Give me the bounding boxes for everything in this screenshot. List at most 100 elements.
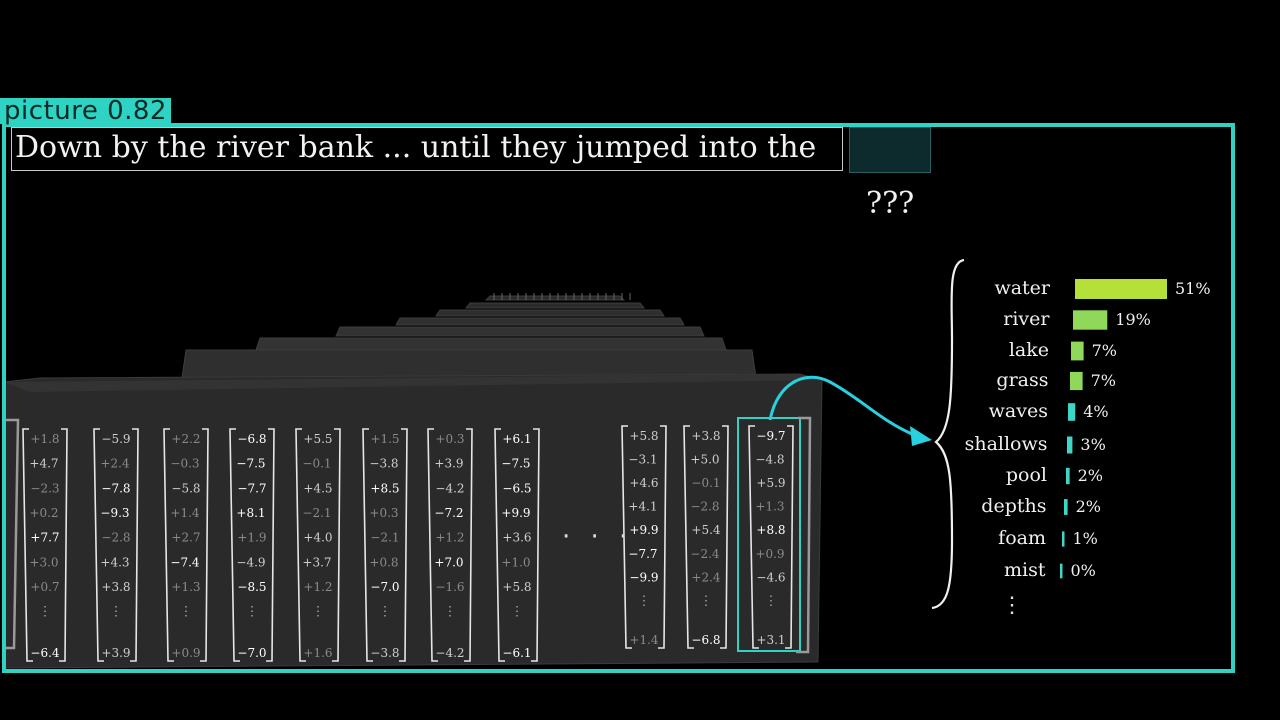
probability-label: 19%: [1115, 310, 1151, 329]
column-left-bracket: [621, 425, 632, 649]
column-left-bracket: [748, 425, 759, 649]
column-right-bracket: [658, 425, 667, 649]
column-right-bracket: [266, 428, 275, 662]
vector-column: +3.8+5.0−0.1−2.8+5.4−2.4+2.4⋮−6.8: [683, 425, 729, 649]
vector-value: +1.4: [170, 506, 200, 520]
word-label: mist: [1004, 559, 1046, 581]
probability-label: 51%: [1175, 279, 1211, 298]
vector-value: −7.7: [628, 547, 657, 561]
detection-label: picture 0.82: [0, 98, 171, 124]
column-left-bracket: [683, 425, 694, 649]
vector-value: −7.2: [434, 506, 463, 520]
vector-value: +4.3: [100, 555, 129, 569]
vector-value: −6.5: [502, 481, 531, 495]
vector-value: −6.8: [237, 432, 266, 446]
vector-value: +5.4: [691, 523, 721, 537]
probability-bar: [1064, 499, 1068, 515]
vector-column: +5.8−3.1+4.6+4.1+9.9−7.7−9.9⋮+1.4: [621, 425, 667, 649]
vector-value: +6.1: [502, 432, 531, 446]
vector-value: +3.8: [691, 429, 720, 443]
vector-value: +3.7: [302, 555, 331, 569]
sentence-box: [11, 127, 843, 171]
vector-value: +3.0: [29, 555, 58, 569]
vector-value: −7.8: [101, 481, 130, 495]
vector-value: +3.6: [502, 531, 531, 545]
vector-value: −2.4: [690, 547, 720, 561]
probability-bar: [1070, 371, 1083, 391]
prediction-arrow-head: [910, 426, 932, 446]
vector-value: +1.5: [370, 432, 399, 446]
vector-value: +9.9: [501, 506, 530, 520]
column-left-bracket: [362, 428, 373, 662]
column-vdots: ⋮: [638, 594, 651, 609]
vector-value: +1.2: [435, 531, 464, 545]
blank-token-box: [849, 127, 931, 173]
layer-slab: [435, 309, 665, 317]
vector-value: +3.9: [101, 646, 130, 660]
column-vdots: ⋮: [312, 605, 325, 620]
column-vdots: ⋮: [379, 605, 392, 620]
probability-bar: [1062, 531, 1065, 547]
curly-brace: [931, 258, 965, 610]
distribution-more: ⋮: [1001, 593, 1023, 618]
probability-label: 2%: [1078, 466, 1103, 485]
vector-value: +2.4: [691, 570, 721, 584]
vector-value: +4.7: [29, 457, 58, 471]
column-vdots: ⋮: [511, 605, 524, 620]
vector-value: +5.9: [756, 476, 785, 490]
vector-column: +2.2−0.3−5.8+1.4+2.7−7.4+1.3⋮+0.9: [163, 428, 209, 662]
probability-bar: [1067, 436, 1073, 454]
vector-value: +1.0: [501, 555, 530, 569]
vector-value: −0.1: [302, 457, 331, 471]
vector-value: +1.6: [303, 646, 332, 660]
vector-value: +1.4: [629, 633, 659, 647]
unknown-token-label: ???: [866, 186, 915, 221]
vector-column: −9.7−4.8+5.9+1.3+8.8+0.9−4.6⋮+3.1: [748, 425, 794, 649]
vector-value: −7.5: [236, 457, 265, 471]
vector-value: −2.1: [370, 531, 399, 545]
word-label: grass: [996, 369, 1048, 391]
vector-value: +1.3: [755, 500, 784, 514]
column-right-bracket: [130, 428, 139, 662]
column-right-bracket: [785, 425, 794, 649]
column-right-bracket: [59, 428, 68, 662]
vector-value: +1.2: [303, 580, 332, 594]
probability-label: 2%: [1076, 497, 1101, 516]
vector-value: +2.4: [100, 457, 130, 471]
vector-value: −4.9: [236, 555, 265, 569]
column-vdots: ⋮: [700, 594, 713, 609]
vector-value: −6.8: [691, 633, 720, 647]
word-label: shallows: [965, 433, 1048, 455]
vector-value: −2.8: [690, 500, 719, 514]
probability-label: 7%: [1092, 341, 1117, 360]
vector-value: −4.6: [756, 570, 785, 584]
vector-value: −2.1: [302, 506, 331, 520]
vector-value: −1.6: [435, 580, 464, 594]
layer-slab: [395, 317, 685, 326]
word-label: lake: [1009, 339, 1049, 361]
word-label: pool: [1006, 464, 1047, 486]
probability-label: 3%: [1080, 435, 1105, 454]
probability-label: 4%: [1083, 402, 1108, 421]
vector-column: +0.3+3.9−4.2−7.2+1.2+7.0−1.6⋮−4.2: [427, 428, 473, 662]
vector-value: +9.9: [629, 523, 658, 537]
vector-value: −7.5: [501, 457, 530, 471]
vector-value: +0.9: [171, 646, 200, 660]
vector-value: +8.8: [756, 523, 785, 537]
word-label: foam: [998, 527, 1046, 549]
prediction-arrow: [768, 375, 913, 436]
probability-bar: [1066, 467, 1070, 485]
vector-value: −7.4: [170, 555, 200, 569]
probability-bar: [1075, 279, 1167, 299]
vector-value: −9.7: [756, 429, 785, 443]
column-vdots: ⋮: [110, 605, 123, 620]
probability-bar: [1068, 403, 1076, 421]
layer-slab: [335, 326, 705, 337]
column-right-bracket: [720, 425, 729, 649]
vector-value: −7.0: [237, 646, 266, 660]
column-right-bracket: [200, 428, 209, 662]
vector-value: −3.8: [370, 646, 399, 660]
column-vdots: ⋮: [39, 605, 52, 620]
vector-value: +0.3: [369, 506, 398, 520]
